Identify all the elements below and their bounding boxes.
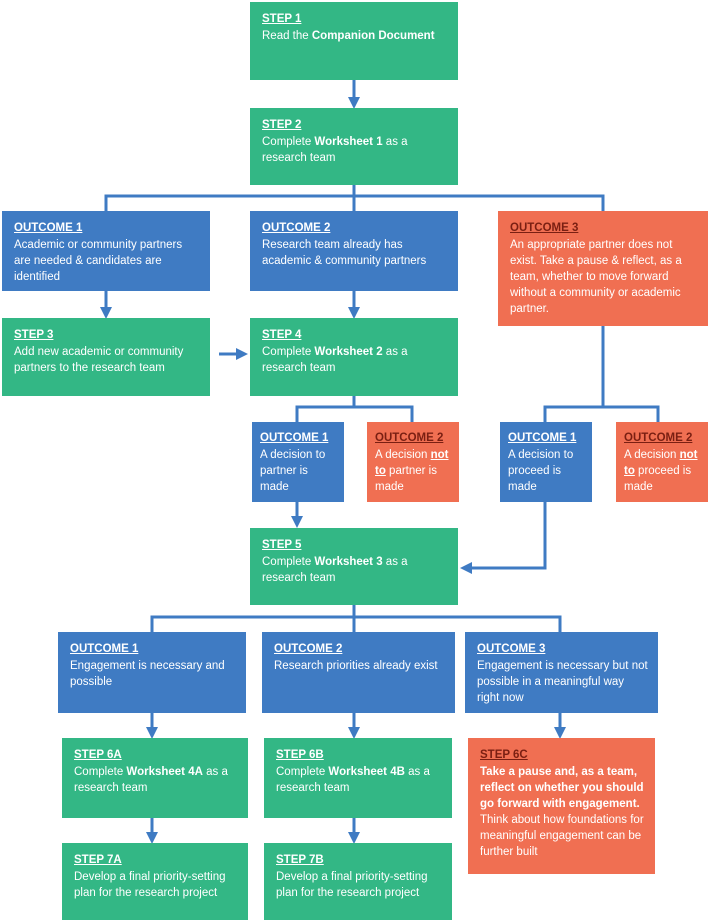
o3-outcome1-text: A decision to proceed is made [508, 449, 574, 493]
step6b-box: STEP 6B Complete Worksheet 4B as a resea… [264, 738, 452, 818]
step2-text-post: as a research team [262, 136, 408, 164]
step6b-text-pre: Complete [276, 766, 329, 778]
o3-outcome2-text-post: proceed is made [624, 465, 692, 493]
step7b-box: STEP 7B Develop a final priority-setting… [264, 843, 452, 920]
connector-step5-branch [150, 615, 562, 632]
s4-outcome1-text: A decision to partner is made [260, 449, 326, 493]
step1-title: STEP 1 [262, 13, 302, 25]
s5-outcome3-box: OUTCOME 3 Engagement is necessary but no… [465, 632, 658, 713]
step3-title: STEP 3 [14, 329, 54, 341]
step2-text-pre: Complete [262, 136, 315, 148]
s4-outcome2-title: OUTCOME 2 [375, 432, 444, 444]
arrow-proceed-to-step5 [460, 502, 547, 574]
outcome3-text: An appropriate partner does not exist. T… [510, 239, 682, 315]
step3-text: Add new academic or community partners t… [14, 346, 184, 374]
step6a-text-post: as a research team [74, 766, 228, 794]
step1-text-bold: Companion Document [311, 30, 435, 42]
step7a-text: Develop a final priority-setting plan fo… [74, 871, 226, 899]
step2-box: STEP 2 Complete Worksheet 1 as a researc… [250, 108, 458, 185]
o3-outcome2-text-bold: not to [624, 449, 698, 477]
step6a-title: STEP 6A [74, 749, 122, 761]
step7b-title: STEP 7B [276, 854, 324, 866]
step7b-text: Develop a final priority-setting plan fo… [276, 871, 428, 899]
step7a-title: STEP 7A [74, 854, 122, 866]
outcome2-text: Research team already has academic & com… [262, 239, 427, 267]
step1-text-pre: Read the [262, 30, 312, 42]
step3-box: STEP 3 Add new academic or community par… [2, 318, 210, 396]
step4-text-post: as a research team [262, 346, 408, 374]
outcome1-title: OUTCOME 1 [14, 222, 83, 234]
step5-text-pre: Complete [262, 556, 315, 568]
step6c-text: Think about how foundations for meaningf… [480, 814, 644, 858]
s5-outcome1-text: Engagement is necessary and possible [70, 660, 225, 688]
connector-step4-branch [295, 405, 414, 422]
s5-outcome3-text: Engagement is necessary but not possible… [477, 660, 648, 704]
outcome3-box: OUTCOME 3 An appropriate partner does no… [498, 211, 708, 326]
outcome2-box: OUTCOME 2 Research team already has acad… [250, 211, 458, 291]
step6c-bold-text: Take a pause and, as a team, reflect on … [480, 766, 644, 810]
step4-box: STEP 4 Complete Worksheet 2 as a researc… [250, 318, 458, 396]
step6a-text-bold: Worksheet 4A [126, 766, 203, 778]
step4-title: STEP 4 [262, 329, 302, 341]
o3-outcome2-title: OUTCOME 2 [624, 432, 693, 444]
step5-text-bold: Worksheet 3 [314, 556, 383, 568]
step5-box: STEP 5 Complete Worksheet 3 as a researc… [250, 528, 458, 605]
s4-outcome1-box: OUTCOME 1 A decision to partner is made [252, 422, 344, 502]
o3-outcome2-box: OUTCOME 2 A decision not to proceed is m… [616, 422, 708, 502]
s4-outcome1-title: OUTCOME 1 [260, 432, 329, 444]
outcome3-title: OUTCOME 3 [510, 222, 579, 234]
s4-outcome2-text-bold: not to [375, 449, 449, 477]
connector-outcome3-branch [543, 405, 660, 422]
s5-outcome2-box: OUTCOME 2 Research priorities already ex… [262, 632, 455, 713]
s5-outcome2-title: OUTCOME 2 [274, 643, 343, 655]
s4-outcome2-text-post: partner is made [375, 465, 437, 493]
s5-outcome1-title: OUTCOME 1 [70, 643, 139, 655]
step5-title: STEP 5 [262, 539, 302, 551]
step6c-title: STEP 6C [480, 749, 528, 761]
s5-outcome1-box: OUTCOME 1 Engagement is necessary and po… [58, 632, 246, 713]
step2-title: STEP 2 [262, 119, 302, 131]
step6a-box: STEP 6A Complete Worksheet 4A as a resea… [62, 738, 248, 818]
step7a-box: STEP 7A Develop a final priority-setting… [62, 843, 248, 920]
o3-outcome2-text-pre: A decision [624, 449, 680, 461]
step6b-text-bold: Worksheet 4B [328, 766, 405, 778]
o3-outcome1-box: OUTCOME 1 A decision to proceed is made [500, 422, 592, 502]
s4-outcome2-box: OUTCOME 2 A decision not to partner is m… [367, 422, 459, 502]
step4-text-bold: Worksheet 2 [314, 346, 383, 358]
s5-outcome3-title: OUTCOME 3 [477, 643, 546, 655]
step6a-text-pre: Complete [74, 766, 127, 778]
step6c-box: STEP 6C Take a pause and, as a team, ref… [468, 738, 655, 874]
step6b-title: STEP 6B [276, 749, 324, 761]
step4-text-pre: Complete [262, 346, 315, 358]
step6b-text-post: as a research team [276, 766, 430, 794]
step5-text-post: as a research team [262, 556, 408, 584]
step1-box: STEP 1 Read the Companion Document [250, 2, 458, 80]
outcome1-text: Academic or community partners are neede… [14, 239, 183, 283]
s5-outcome2-text: Research priorities already exist [274, 660, 438, 672]
outcome1-box: OUTCOME 1 Academic or community partners… [2, 211, 210, 291]
outcome2-title: OUTCOME 2 [262, 222, 331, 234]
o3-outcome1-title: OUTCOME 1 [508, 432, 577, 444]
s4-outcome2-text-pre: A decision [375, 449, 431, 461]
step2-text-bold: Worksheet 1 [314, 136, 383, 148]
